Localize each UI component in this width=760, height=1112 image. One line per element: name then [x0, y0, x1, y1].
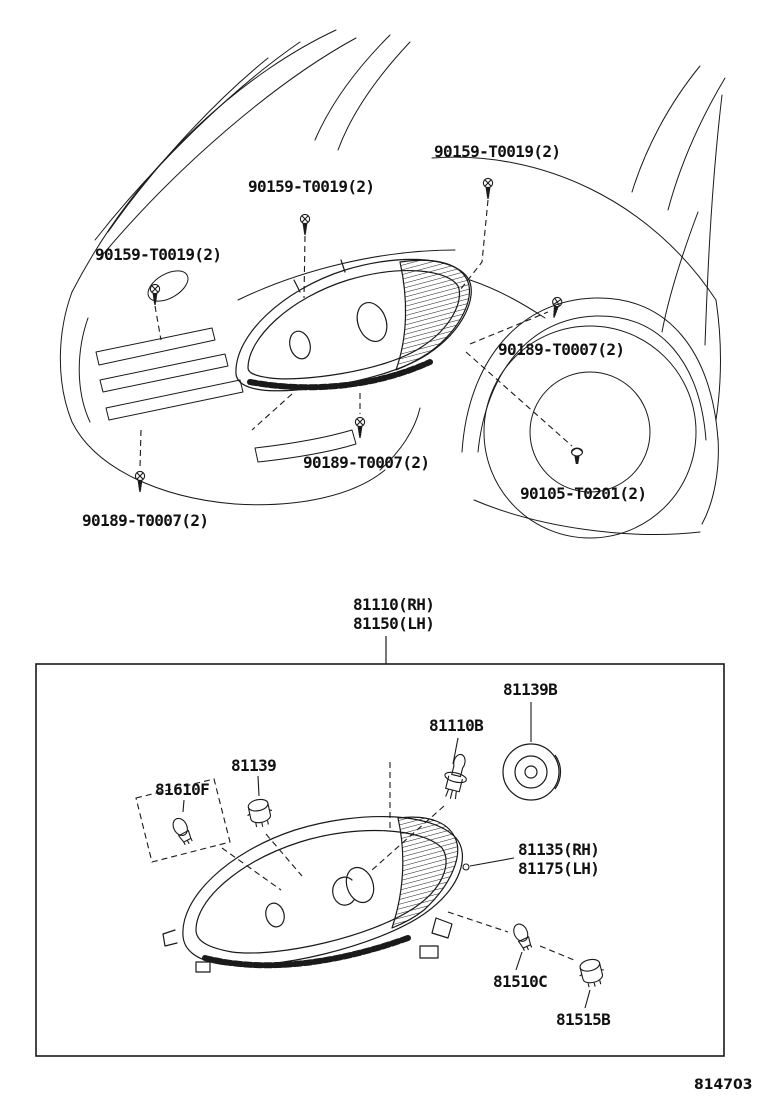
figure-code: 814703 — [694, 1077, 753, 1093]
part-label-81139: 81139 — [231, 756, 277, 775]
part-label-90159-mid: 90159-T0019(2) — [248, 177, 375, 196]
screw-icon — [299, 213, 311, 236]
part-label-81110b: 81110B — [429, 716, 484, 735]
part-label-assembly-lh: 81150(LH) — [353, 614, 435, 633]
headlamp-exploded-sketch — [162, 815, 463, 973]
part-label-81510c: 81510C — [493, 972, 548, 991]
part-label-assembly: 81110(RH) 81150(LH) — [353, 595, 435, 633]
leader-lines-box-dashed — [221, 762, 575, 961]
headlamp-in-situ-sketch — [235, 258, 472, 392]
part-label-81610f: 81610F — [155, 780, 210, 799]
exploded-parts — [135, 743, 608, 991]
fasteners — [134, 177, 584, 493]
part-label-assembly-rh: 81110(RH) — [353, 595, 435, 614]
screw-icon — [134, 470, 146, 493]
cap-icon — [502, 743, 562, 801]
part-label-81139b: 81139B — [503, 680, 558, 699]
part-label-81135-rh: 81135(RH) — [518, 840, 600, 859]
leader-lines-box-solid — [182, 702, 591, 1009]
screw-icon — [482, 177, 494, 200]
part-label-90189-bottom: 90189-T0007(2) — [303, 453, 430, 472]
screw-icon — [149, 283, 161, 306]
bulb-icon — [510, 921, 535, 954]
part-label-81175-lh: 81175(LH) — [518, 859, 600, 878]
bulb-icon — [169, 815, 196, 848]
part-label-90105: 90105-T0201(2) — [520, 484, 647, 503]
car-body-sketch — [59, 29, 726, 539]
socket-icon — [575, 956, 608, 991]
halogen-bulb-icon — [439, 751, 473, 803]
screw-icon — [548, 296, 564, 320]
part-label-81135: 81135(RH) 81175(LH) — [518, 840, 600, 878]
screw-icon — [354, 416, 366, 439]
part-label-90189-left: 90189-T0007(2) — [82, 511, 209, 530]
leader-lines-top — [139, 199, 573, 469]
part-label-90159-top: 90159-T0019(2) — [434, 142, 561, 161]
socket-icon — [244, 796, 276, 830]
part-label-90159-left: 90159-T0019(2) — [95, 245, 222, 264]
exploded-view-box — [35, 663, 725, 1057]
part-label-81515b: 81515B — [556, 1010, 611, 1029]
part-label-90189-right: 90189-T0007(2) — [498, 340, 625, 359]
clip-icon — [570, 447, 584, 465]
